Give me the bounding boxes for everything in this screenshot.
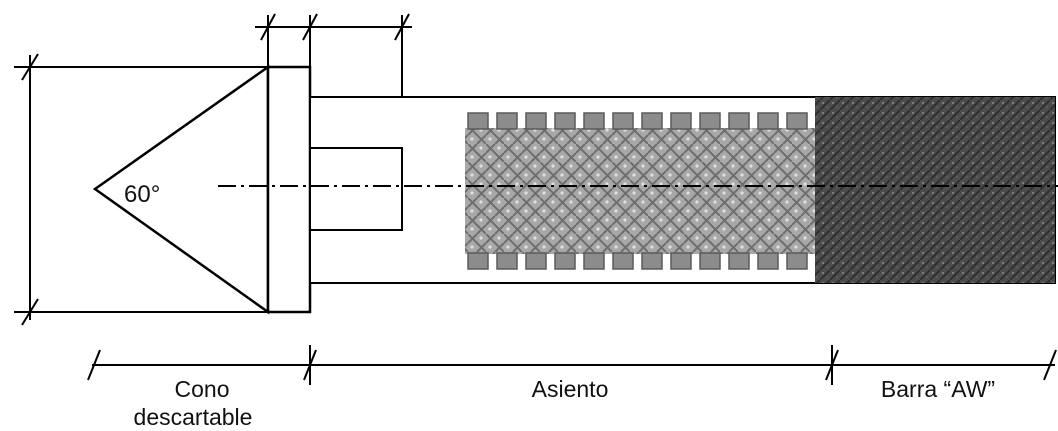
bottom-dimension (87, 345, 1057, 385)
top-tick-1 (260, 13, 276, 41)
seat-inner-recess (309, 147, 403, 231)
diameter-tick-bottom (21, 298, 39, 326)
thread-tooth-top (757, 112, 779, 130)
bar-aw-section (815, 97, 1055, 283)
thread-tooth-top (525, 112, 547, 130)
bar-label: Barra “AW” (881, 376, 995, 402)
thread-tooth-bottom (728, 252, 750, 270)
angle-label: 60° (124, 181, 160, 208)
thread-tooth-bottom (496, 252, 518, 270)
bottom-tick-1 (87, 349, 101, 381)
thread-teeth (467, 112, 808, 270)
threaded-section (465, 112, 815, 270)
cone-label-line1: Cono (175, 376, 230, 402)
top-dimension (255, 13, 412, 97)
thread-tooth-top (728, 112, 750, 130)
thread-tooth-bottom (699, 252, 721, 270)
top-tick-2 (302, 13, 318, 41)
thread-tooth-top (467, 112, 489, 130)
thread-tooth-top (641, 112, 663, 130)
thread-tooth-bottom (583, 252, 605, 270)
diameter-dimension (14, 53, 268, 326)
thread-tooth-bottom (612, 252, 634, 270)
top-tick-3 (394, 13, 410, 41)
thread-tooth-bottom (554, 252, 576, 270)
bottom-tick-4 (1043, 349, 1057, 381)
diameter-tick-top (21, 53, 39, 81)
thread-tooth-top (786, 112, 808, 130)
cone-base-disk (266, 65, 312, 314)
thread-tooth-bottom (641, 252, 663, 270)
thread-tooth-top (554, 112, 576, 130)
thread-tooth-bottom (467, 252, 489, 270)
thread-tooth-bottom (757, 252, 779, 270)
seat-label: Asiento (532, 376, 609, 402)
thread-tooth-bottom (786, 252, 808, 270)
thread-tooth-top (670, 112, 692, 130)
thread-tooth-bottom (670, 252, 692, 270)
thread-body (465, 128, 815, 254)
cone-label-line2: descartable (134, 404, 253, 430)
thread-tooth-top (612, 112, 634, 130)
thread-tooth-top (496, 112, 518, 130)
thread-tooth-top (699, 112, 721, 130)
cone-tip (92, 64, 270, 315)
thread-tooth-top (583, 112, 605, 130)
thread-tooth-bottom (525, 252, 547, 270)
